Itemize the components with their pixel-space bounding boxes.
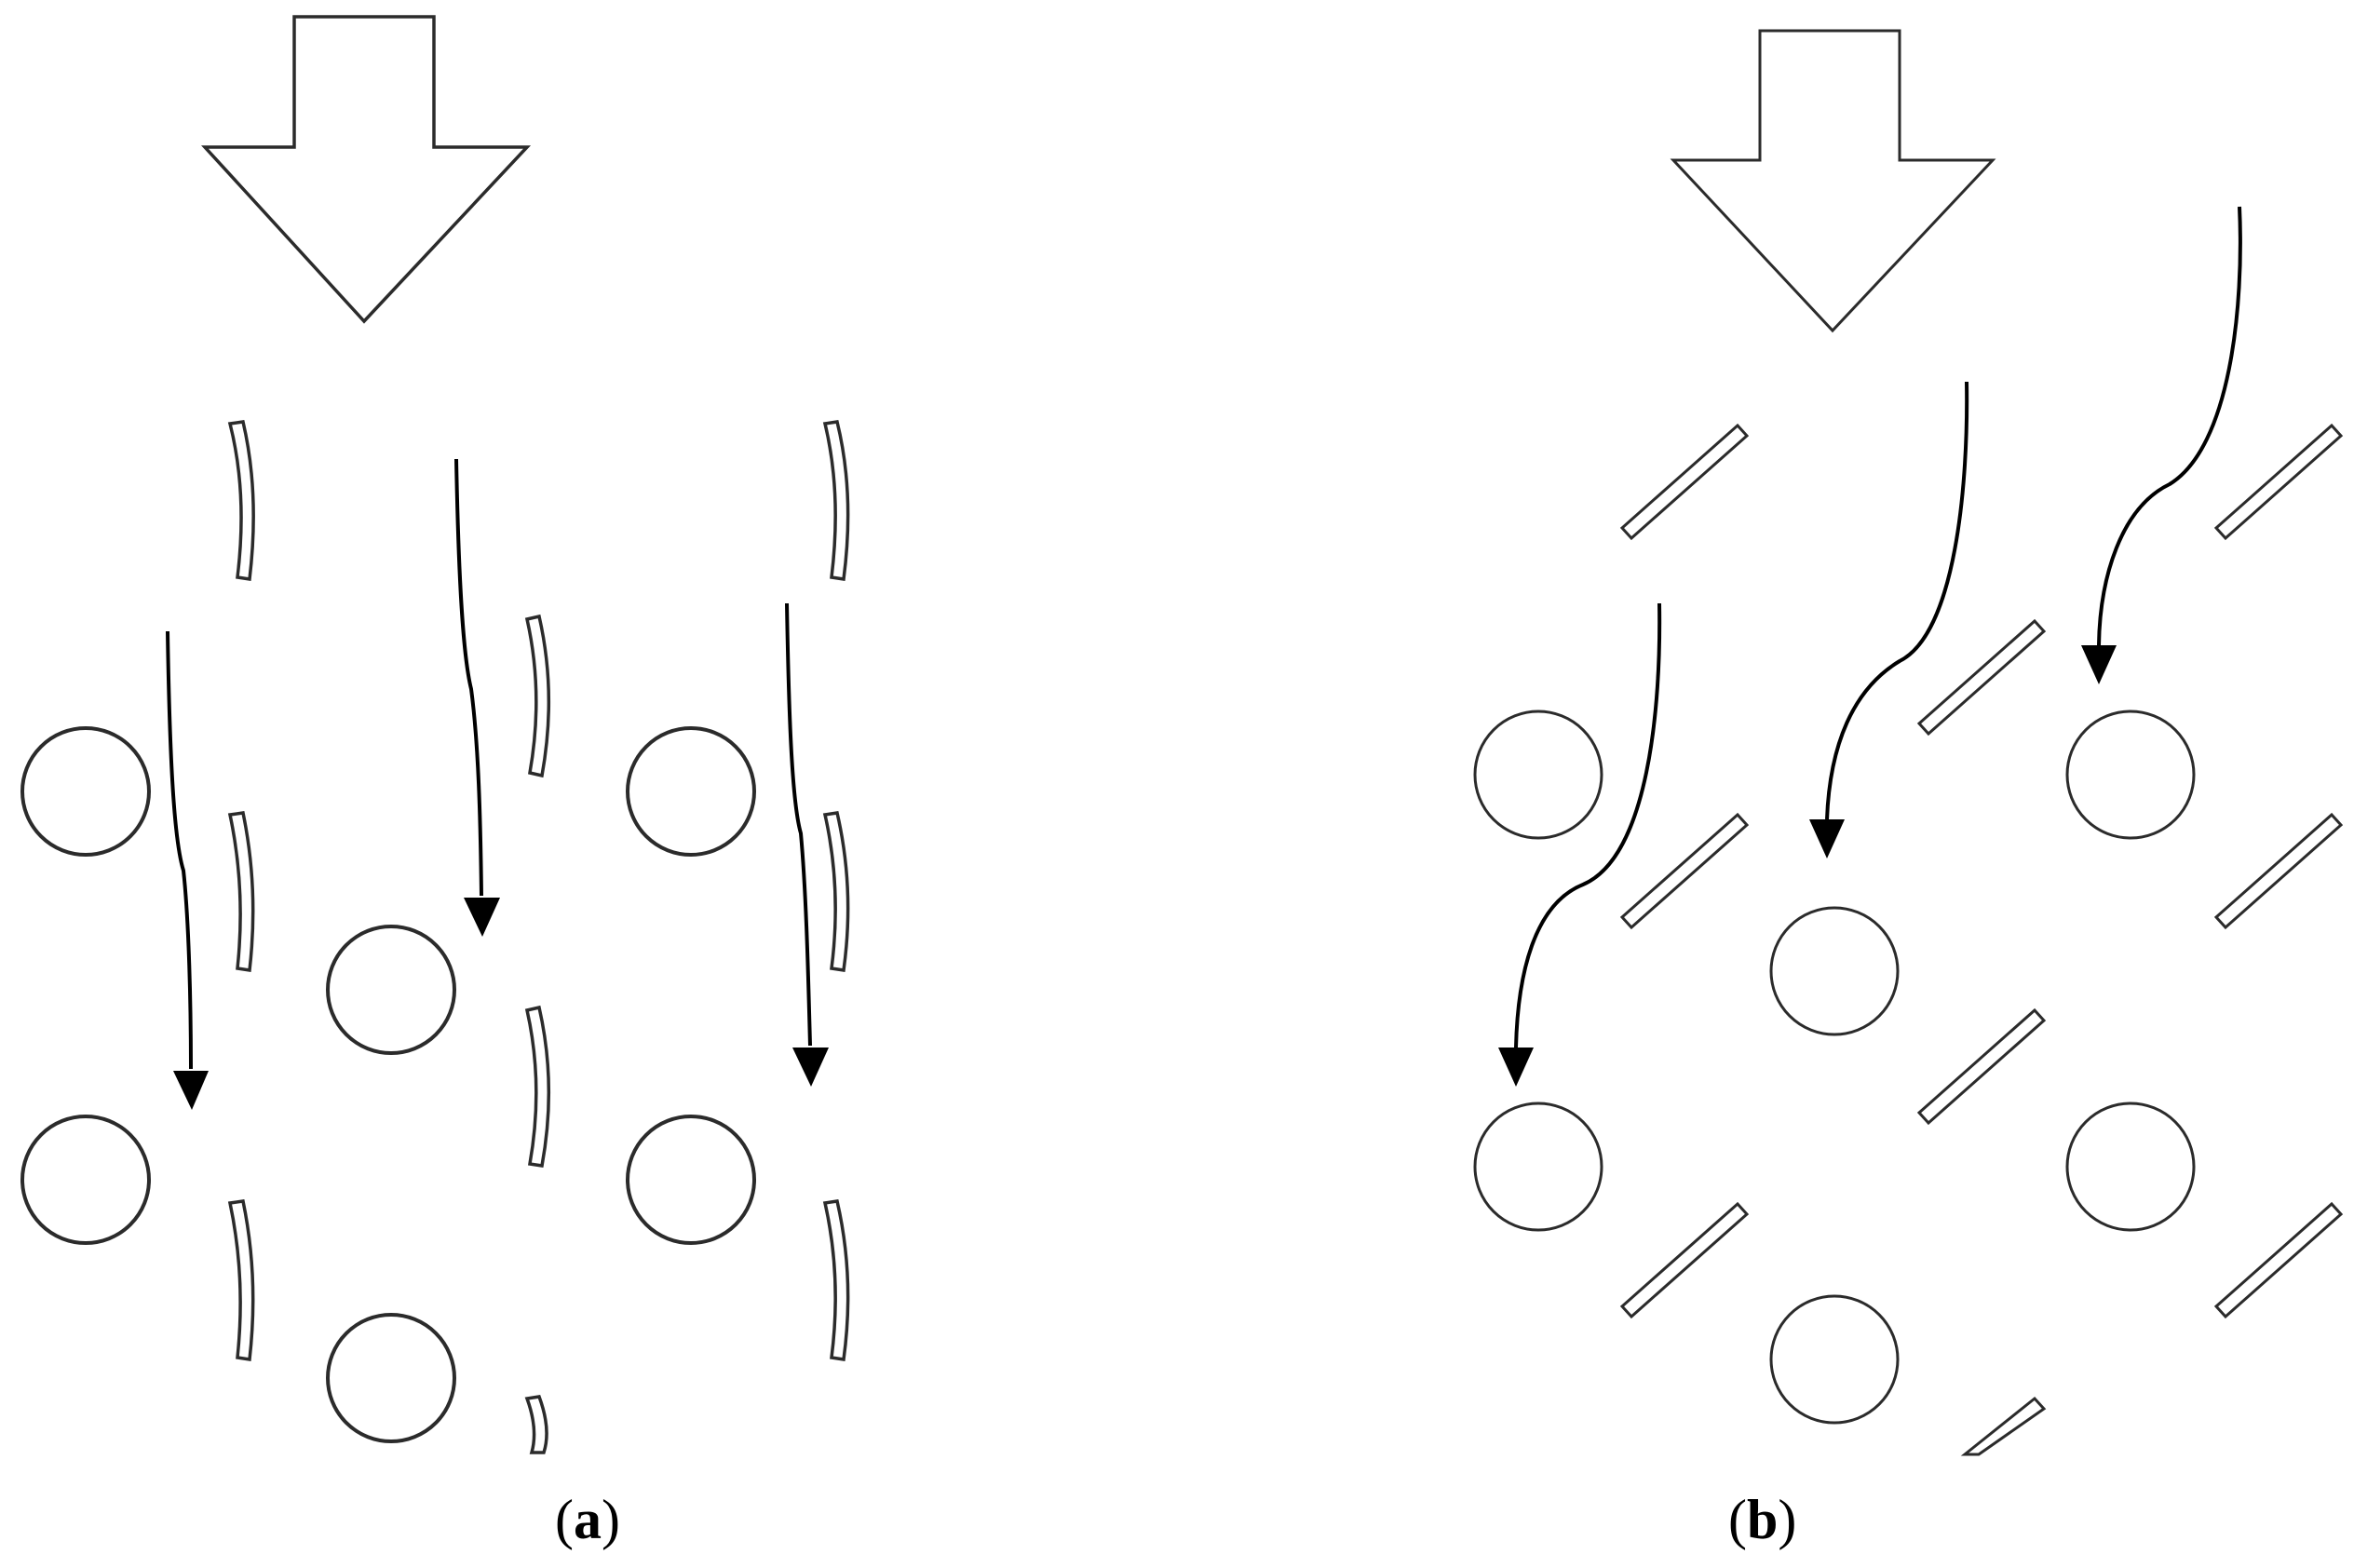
tube (326, 1313, 456, 1443)
baffle (227, 1199, 255, 1362)
flow-arrows-a (166, 458, 812, 1070)
flow-arrow (1514, 602, 1662, 1048)
arrowhead-icon (1498, 1048, 1534, 1087)
tube (626, 1115, 756, 1245)
tube (326, 925, 456, 1055)
arrowhead-icon (173, 1071, 209, 1110)
flow-arrows-b (1514, 206, 2242, 1048)
baffle (2213, 1201, 2344, 1319)
arrowheads-a (173, 898, 829, 1110)
arrowhead-icon (792, 1048, 829, 1087)
baffle (227, 420, 255, 582)
tube (1473, 710, 1603, 840)
tube (626, 726, 756, 857)
baffle (1916, 618, 2047, 737)
baffle (524, 1005, 551, 1168)
baffle (2213, 812, 2344, 930)
flow-arrow (454, 458, 483, 897)
baffle (1619, 812, 1750, 930)
baffle (822, 811, 850, 972)
tube (2065, 710, 2196, 840)
baffle (1916, 1007, 2047, 1126)
arrowhead-icon (2081, 645, 2117, 684)
inlet-arrow-icon (1670, 29, 1996, 333)
baffles-a (227, 420, 850, 1454)
inlet-arrow-icon (201, 15, 532, 324)
tube (1473, 1102, 1603, 1232)
arrowheads-b (1498, 645, 2117, 1087)
tubes-a (20, 726, 756, 1443)
panel-a (20, 15, 850, 1454)
caption-a: (a) (555, 1489, 620, 1550)
flow-arrow (785, 602, 812, 1047)
tube (2065, 1102, 2196, 1232)
baffle (1619, 1201, 1750, 1319)
tube (20, 726, 151, 857)
tube (1769, 1294, 1900, 1425)
baffles-b (1619, 423, 2344, 1456)
tubes-b (1473, 710, 2196, 1425)
panel-b (1473, 29, 2344, 1456)
flow-arrow (1825, 381, 1969, 820)
tube (1769, 906, 1900, 1036)
baffle (524, 1395, 548, 1454)
arrowhead-icon (464, 898, 500, 937)
baffle (1619, 423, 1750, 541)
baffle (524, 614, 551, 778)
baffle (2213, 423, 2344, 541)
baffle (822, 420, 850, 582)
caption-b: (b) (1728, 1489, 1796, 1550)
baffle (822, 1199, 850, 1362)
flow-arrow (2097, 206, 2242, 646)
flow-arrow (166, 630, 193, 1070)
arrowhead-icon (1809, 819, 1845, 858)
tube (20, 1115, 151, 1245)
baffle (1960, 1396, 2047, 1456)
baffle (227, 811, 255, 973)
